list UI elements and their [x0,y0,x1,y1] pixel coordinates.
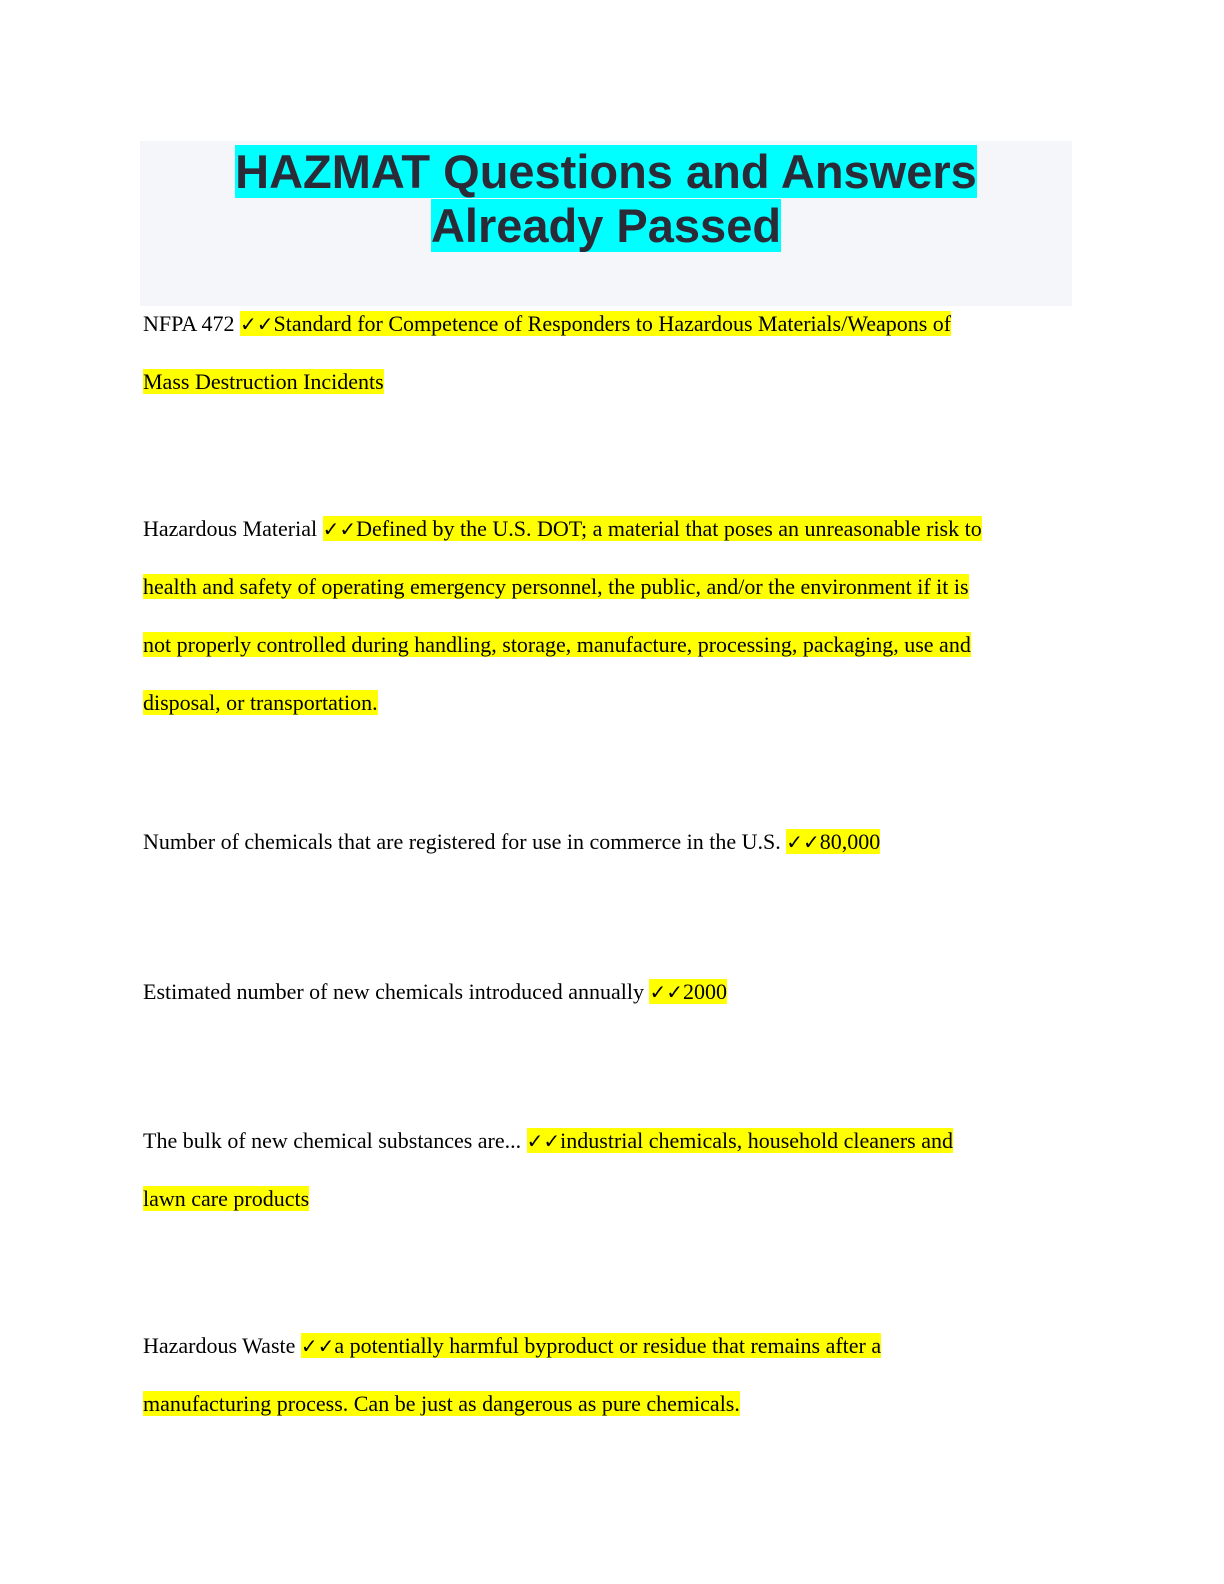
page-title-line-2: Already Passed [430,199,782,252]
qa-line: Hazardous Waste ✓✓a potentially harmful … [143,1333,882,1391]
answer-highlight: ✓✓2000 [649,979,727,1004]
answer-text: not properly controlled during handling,… [143,632,971,657]
qa-line: lawn care products [143,1186,953,1244]
question-text: Hazardous Waste [143,1333,296,1358]
answer-text: Mass Destruction Incidents [143,369,384,394]
double-check-icon: ✓✓ [240,312,274,336]
answer-text: manufacturing process. Can be just as da… [143,1391,740,1416]
qa-line: Mass Destruction Incidents [143,369,951,427]
title-box: HAZMAT Questions and Answers Already Pas… [140,141,1072,306]
answer-text: disposal, or transportation. [143,690,378,715]
qa-line: health and safety of operating emergency… [143,574,982,632]
qa-line: manufacturing process. Can be just as da… [143,1391,881,1449]
double-check-icon: ✓✓ [786,830,820,854]
answer-highlight: ✓✓Defined by the U.S. DOT; a material th… [322,516,982,541]
answer-highlight: ✓✓Standard for Competence of Responders … [240,311,952,336]
answer-text: 80,000 [819,829,881,854]
qa-item: NFPA 472 ✓✓Standard for Competence of Re… [143,311,952,427]
question-text: Estimated number of new chemicals introd… [143,979,644,1004]
qa-item: Number of chemicals that are registered … [143,829,881,887]
answer-text: 2000 [682,979,727,1004]
answer-highlight: ✓✓a potentially harmful byproduct or res… [300,1333,882,1358]
qa-item: Hazardous Waste ✓✓a potentially harmful … [143,1333,882,1449]
qa-item: Hazardous Material ✓✓Defined by the U.S.… [143,516,982,748]
answer-text: lawn care products [143,1186,310,1211]
double-check-icon: ✓✓ [649,980,683,1004]
question-text: NFPA 472 [143,311,235,336]
qa-line: The bulk of new chemical substances are.… [143,1128,953,1186]
question-text: Number of chemicals that are registered … [143,829,781,854]
answer-text: health and safety of operating emergency… [143,574,969,599]
answer-highlight: ✓✓industrial chemicals, household cleane… [526,1128,953,1153]
qa-line: not properly controlled during handling,… [143,632,982,690]
qa-item: Estimated number of new chemicals introd… [143,979,727,1037]
qa-line: Estimated number of new chemicals introd… [143,979,727,1037]
question-text: The bulk of new chemical substances are.… [143,1128,522,1153]
qa-item: The bulk of new chemical substances are.… [143,1128,953,1244]
answer-text: Standard for Competence of Responders to… [273,311,952,336]
qa-line: NFPA 472 ✓✓Standard for Competence of Re… [143,311,952,369]
answer-text: industrial chemicals, household cleaners… [560,1128,953,1153]
qa-line: disposal, or transportation. [143,690,982,748]
page-title-line-1: HAZMAT Questions and Answers [235,145,977,198]
answer-highlight: ✓✓80,000 [786,829,881,854]
qa-line: Hazardous Material ✓✓Defined by the U.S.… [143,516,982,574]
answer-text: a potentially harmful byproduct or resid… [334,1333,882,1358]
answer-text: Defined by the U.S. DOT; a material that… [356,516,982,541]
question-text: Hazardous Material [143,516,318,541]
double-check-icon: ✓✓ [322,517,357,541]
qa-line: Number of chemicals that are registered … [143,829,881,887]
double-check-icon: ✓✓ [300,1334,335,1358]
double-check-icon: ✓✓ [526,1129,561,1153]
